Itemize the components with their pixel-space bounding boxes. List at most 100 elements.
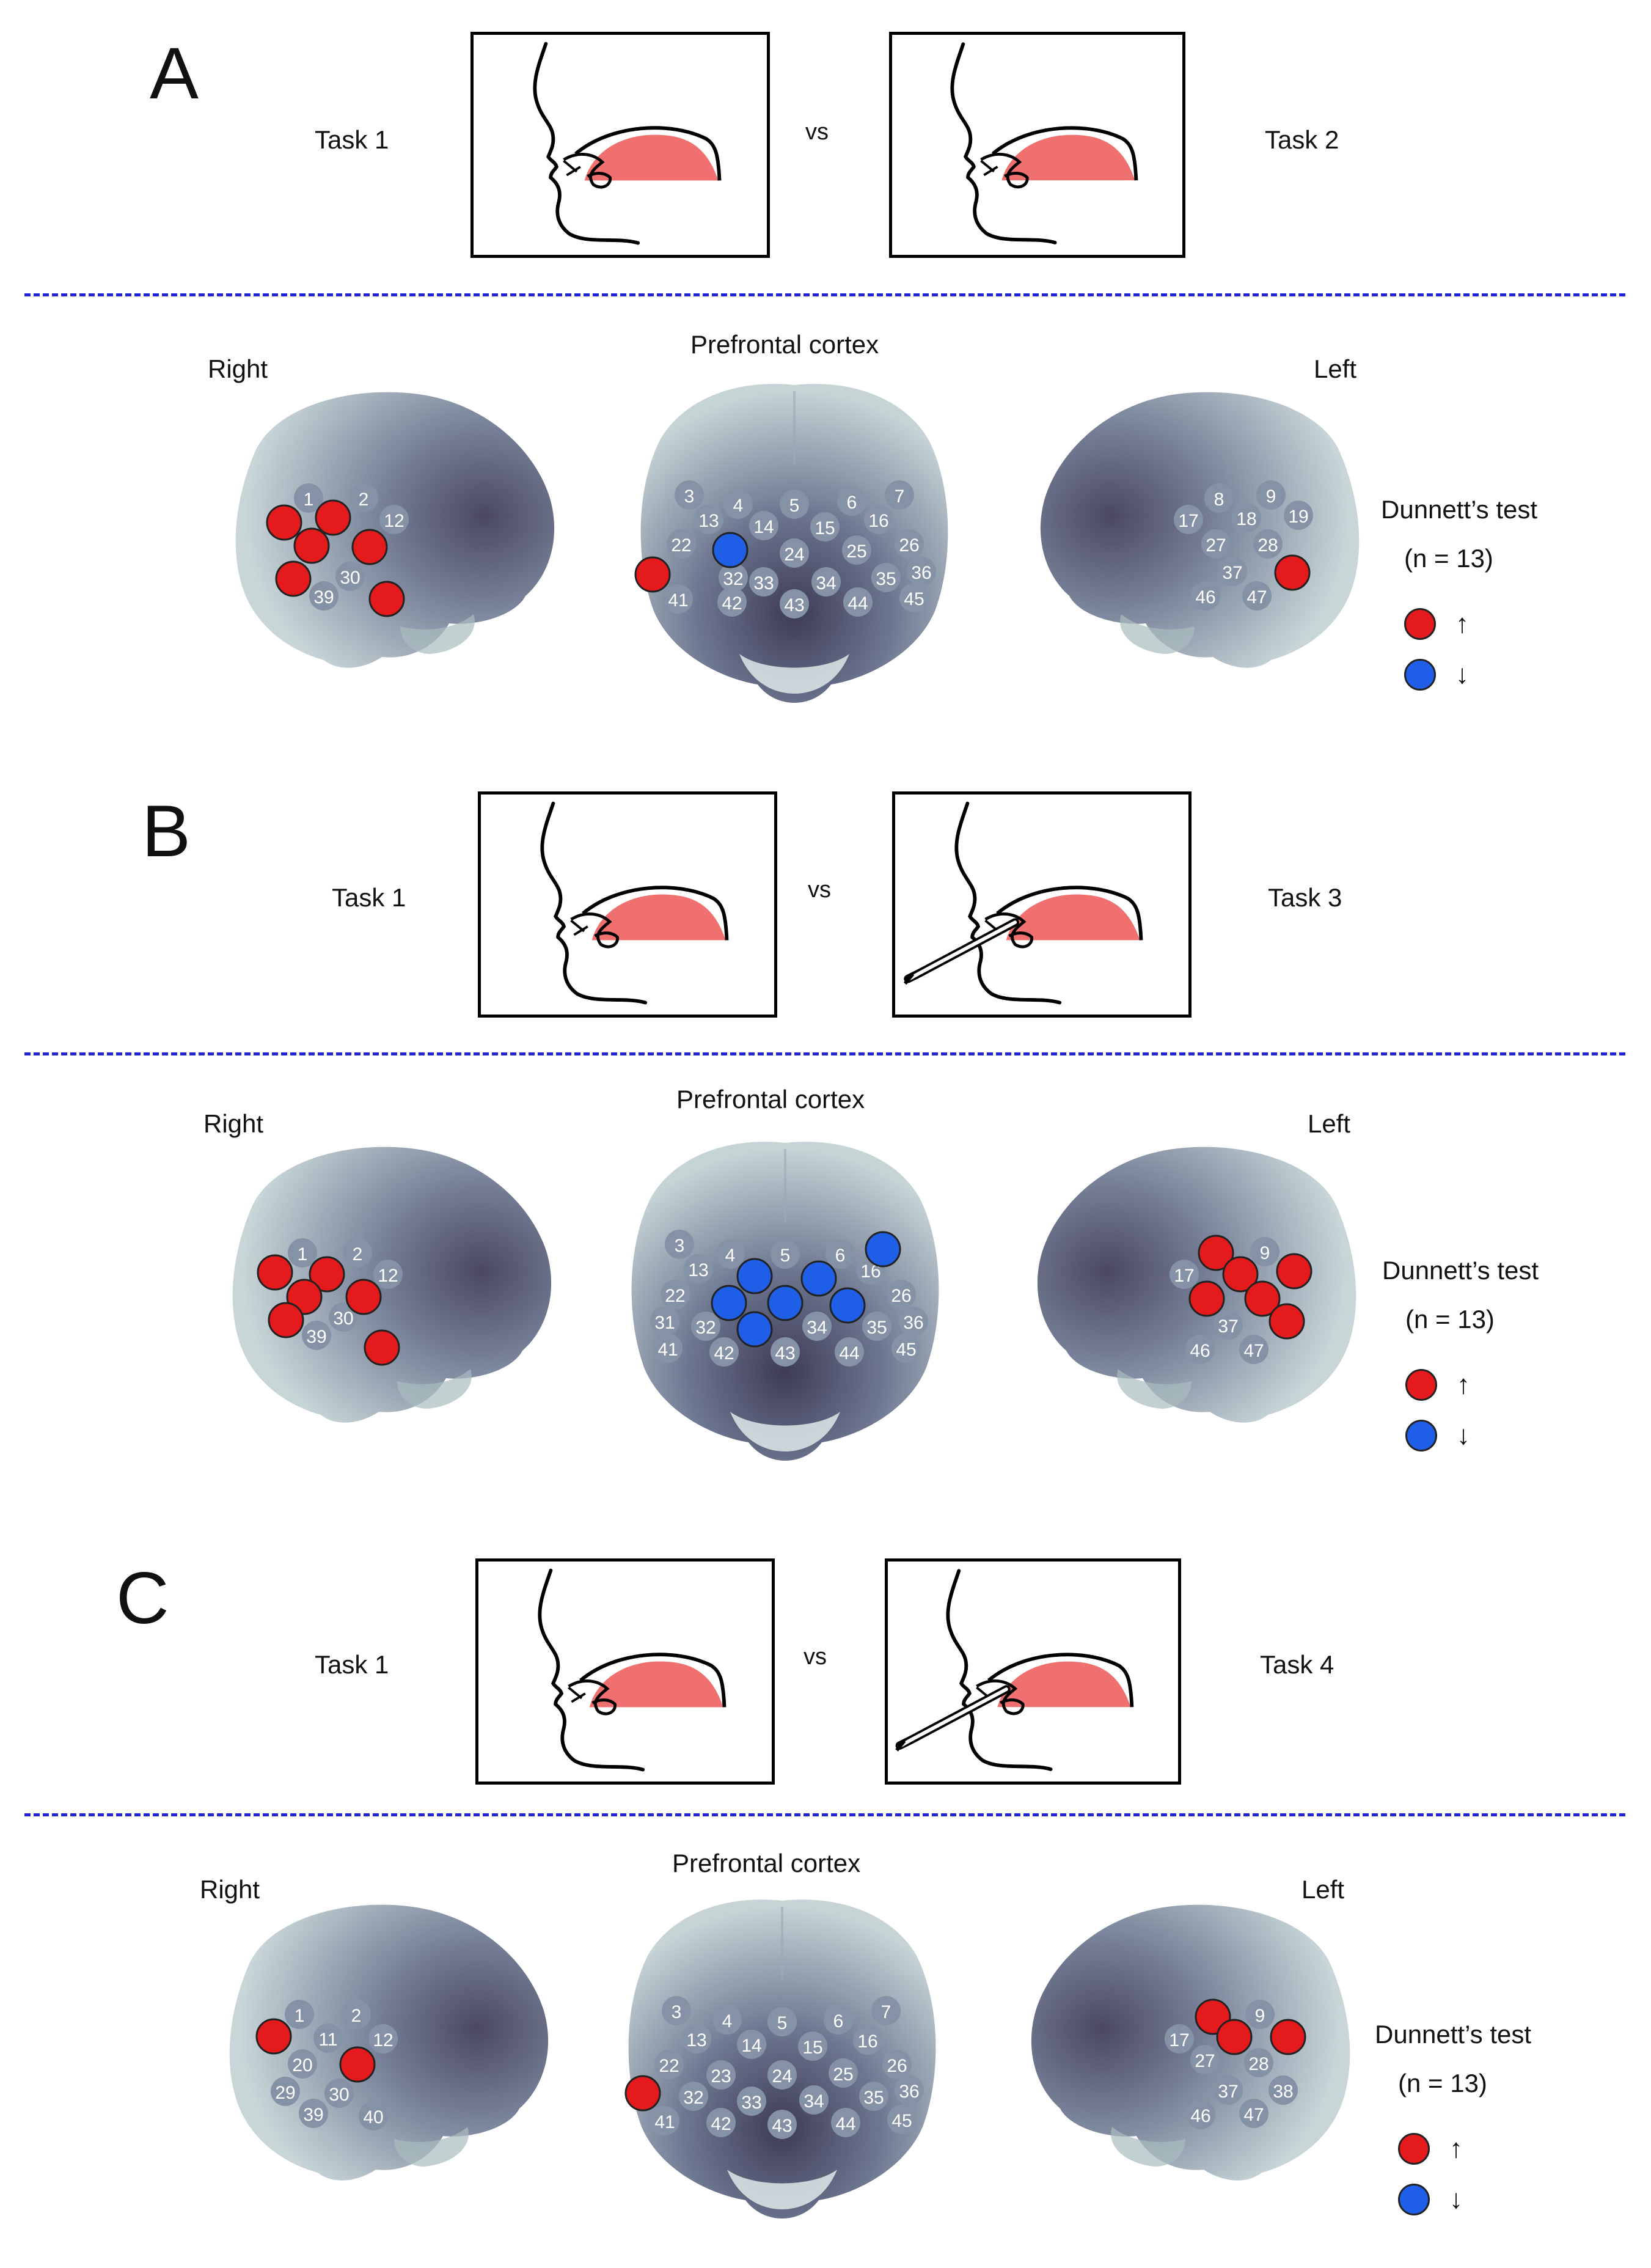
channel-marker: 6 bbox=[824, 2005, 853, 2035]
left-hemisphere-brain: 9 17 27 28 37 38 46 47 bbox=[972, 1895, 1369, 2237]
channel-number: 42 bbox=[711, 2114, 731, 2134]
channel-number: 9 bbox=[1260, 1243, 1270, 1263]
mouth-with-instrument-icon bbox=[885, 1558, 1181, 1785]
channel-marker: 25 bbox=[829, 2058, 858, 2088]
mouth-profile-icon bbox=[478, 791, 777, 1018]
channel-marker: 45 bbox=[887, 2105, 917, 2134]
channel-number: 30 bbox=[329, 2085, 349, 2105]
channel-number: 22 bbox=[671, 535, 691, 556]
channel-marker: 42 bbox=[709, 1337, 739, 1367]
channel-marker: 5 bbox=[780, 490, 809, 519]
channel-number: 3 bbox=[684, 486, 695, 507]
channel-marker: 6 bbox=[826, 1239, 855, 1269]
down-arrow-icon: ↓ bbox=[1449, 2184, 1463, 2214]
legend-title: Dunnett’s test bbox=[1375, 2020, 1532, 2049]
channel-marker: 29 bbox=[271, 2077, 300, 2106]
channel-marker: 28 bbox=[1244, 2048, 1273, 2077]
channel-number: 32 bbox=[695, 1318, 716, 1338]
channel-marker: 3 bbox=[675, 480, 704, 510]
left-task-label: Task 1 bbox=[332, 883, 406, 912]
channel-number: 45 bbox=[891, 2111, 912, 2131]
channel-number: 45 bbox=[896, 1340, 916, 1360]
left-hemisphere-label: Left bbox=[1308, 1109, 1351, 1138]
channel-marker: 22 bbox=[661, 1280, 690, 1309]
dashed-divider bbox=[24, 1052, 1625, 1055]
channel-marker: 14 bbox=[749, 511, 778, 540]
channel-number: 18 bbox=[1236, 509, 1256, 529]
channel-number: 35 bbox=[863, 2088, 884, 2108]
channel-marker: 12 bbox=[379, 505, 409, 534]
channel-marker: 26 bbox=[887, 1280, 916, 1309]
channel-marker: 33 bbox=[737, 2086, 766, 2116]
channel-number: 37 bbox=[1222, 563, 1242, 583]
panel-letter: B bbox=[142, 790, 191, 872]
channel-marker: 13 bbox=[694, 505, 723, 534]
right-hemisphere-brain: 1 2 12 30 39 bbox=[217, 382, 608, 724]
channel-number: 34 bbox=[816, 573, 836, 593]
channel-marker: 15 bbox=[798, 2031, 827, 2061]
channel-number: 46 bbox=[1195, 587, 1215, 607]
channel-number: 17 bbox=[1169, 2030, 1189, 2050]
channel-marker: 7 bbox=[885, 480, 914, 510]
channel-number: 13 bbox=[686, 2030, 706, 2050]
increase-marker bbox=[309, 1256, 345, 1293]
prefrontal-cortex-label: Prefrontal cortex bbox=[672, 1849, 861, 1877]
decrease-marker bbox=[865, 1231, 901, 1268]
channel-marker: 28 bbox=[1253, 529, 1283, 559]
channel-number: 1 bbox=[304, 490, 314, 510]
increase-marker bbox=[1274, 554, 1311, 591]
channel-number: 6 bbox=[847, 493, 857, 513]
channel-number: 26 bbox=[899, 535, 919, 556]
channel-marker: 26 bbox=[882, 2050, 912, 2079]
increase-dot bbox=[1404, 608, 1436, 640]
channel-marker: 30 bbox=[335, 562, 365, 591]
channel-marker: 34 bbox=[802, 1312, 832, 1341]
increase-dot bbox=[1398, 2133, 1430, 2165]
channel-marker: 41 bbox=[650, 2106, 679, 2135]
channel-number: 27 bbox=[1195, 2051, 1215, 2071]
channel-marker: 44 bbox=[831, 2108, 860, 2137]
channel-number: 2 bbox=[359, 490, 369, 510]
channel-marker: 33 bbox=[749, 567, 778, 596]
legend-n: (n = 13) bbox=[1404, 544, 1493, 573]
increase-marker bbox=[1188, 1280, 1225, 1317]
increase-marker bbox=[351, 529, 388, 565]
channel-marker: 44 bbox=[835, 1337, 864, 1367]
channel-marker: 39 bbox=[302, 1321, 331, 1350]
channel-marker: 1 bbox=[294, 483, 323, 513]
channel-marker: 17 bbox=[1165, 2024, 1194, 2053]
channel-number: 7 bbox=[881, 2002, 891, 2022]
channel-marker: 16 bbox=[853, 2025, 882, 2055]
legend-decrease: ↓ bbox=[1404, 659, 1469, 691]
channel-marker: 22 bbox=[654, 2050, 684, 2079]
channel-marker: 35 bbox=[859, 2082, 888, 2111]
channel-number: 41 bbox=[657, 1340, 678, 1360]
channel-marker: 36 bbox=[895, 2075, 924, 2105]
channel-marker: 35 bbox=[871, 563, 901, 592]
increase-marker bbox=[1244, 1280, 1281, 1317]
channel-marker: 8 bbox=[1204, 483, 1234, 513]
increase-marker bbox=[339, 2046, 376, 2083]
legend: Dunnett’s test (n = 13) ↑ ↓ bbox=[1381, 495, 1625, 715]
panel-a: A Task 1 vs Task 2 Right Prefrontal cort… bbox=[0, 0, 1651, 758]
channel-number: 15 bbox=[802, 2038, 822, 2058]
channel-marker: 2 bbox=[342, 2000, 371, 2029]
mouth-profile-icon bbox=[470, 32, 770, 258]
channel-number: 39 bbox=[303, 2105, 323, 2125]
channel-marker: 24 bbox=[780, 538, 809, 568]
channel-marker: 26 bbox=[895, 529, 924, 559]
channel-number: 36 bbox=[903, 1313, 923, 1333]
increase-marker bbox=[1216, 2019, 1253, 2055]
channel-marker: 47 bbox=[1239, 2099, 1268, 2128]
channel-marker: 7 bbox=[871, 1996, 901, 2025]
channel-marker: 1 bbox=[285, 2000, 314, 2029]
channel-number: 37 bbox=[1218, 2082, 1238, 2102]
channel-marker: 1 bbox=[288, 1238, 317, 1268]
increase-marker bbox=[266, 504, 302, 541]
channel-marker: 13 bbox=[682, 2024, 711, 2053]
channel-marker: 39 bbox=[309, 581, 339, 611]
channel-marker: 3 bbox=[662, 1996, 691, 2025]
channel-layer: 1 2 12 30 39 bbox=[257, 1238, 403, 1366]
increase-marker bbox=[1268, 1303, 1305, 1340]
channel-number: 13 bbox=[688, 1260, 708, 1280]
